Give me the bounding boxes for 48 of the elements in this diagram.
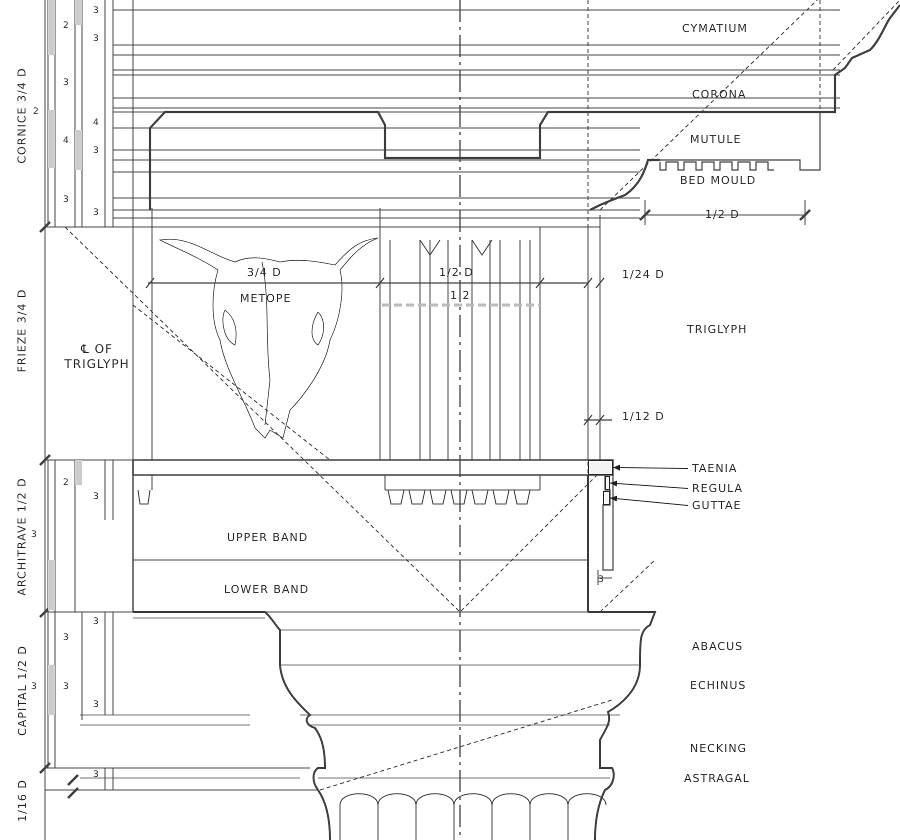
part-label: MUTULE bbox=[689, 133, 742, 146]
part-label: ECHINUS bbox=[689, 679, 748, 692]
part-label: NECKING bbox=[689, 742, 748, 755]
part-label: ℄ OF TRIGLYPH bbox=[63, 342, 131, 372]
dimension-label: CAPITAL 1/2 D bbox=[15, 644, 28, 738]
part-label: UPPER BAND bbox=[226, 531, 310, 544]
scale-number: 3 bbox=[92, 5, 100, 18]
part-label: ABACUS bbox=[691, 640, 744, 653]
part-label: ASTRAGAL bbox=[683, 772, 751, 785]
dimension-label: FRIEZE 3/4 D bbox=[15, 287, 28, 374]
part-label: REGULA bbox=[690, 482, 746, 495]
molding-part bbox=[588, 460, 613, 475]
scale-number: 3 bbox=[92, 207, 100, 220]
part-label: 1/24 D bbox=[621, 268, 666, 281]
leader-line bbox=[610, 480, 688, 489]
scale-number: 3 bbox=[30, 681, 38, 694]
dimension-label: CORNICE 3/4 D bbox=[16, 66, 29, 166]
scale-number: 3 bbox=[62, 681, 70, 694]
part-label: 1 2 bbox=[449, 289, 472, 302]
molding-part bbox=[603, 491, 610, 505]
scale-number: 3 bbox=[92, 699, 100, 712]
part-label: TRIGLYPH bbox=[686, 323, 748, 336]
part-label: GUTTAE bbox=[690, 499, 744, 512]
molding-part bbox=[605, 476, 610, 490]
scale-number: 3 bbox=[30, 529, 38, 542]
dimension-label: ARCHITRAVE 1/2 D bbox=[16, 476, 29, 598]
scale-number: 3 bbox=[92, 491, 100, 504]
leader-line bbox=[612, 464, 688, 471]
scale-number: 3 bbox=[92, 769, 100, 782]
part-label: TAENIA bbox=[690, 462, 740, 475]
scale-number: 2 bbox=[62, 20, 70, 33]
scale-number: 3 bbox=[62, 77, 70, 90]
scale-number: 3 bbox=[92, 33, 100, 46]
part-label: BED MOULD bbox=[679, 174, 758, 187]
part-label: LOWER BAND bbox=[223, 583, 310, 596]
scale-number: 4 bbox=[62, 135, 70, 148]
leader-line bbox=[610, 496, 688, 506]
dimension-label: 1/16 D bbox=[15, 778, 28, 824]
part-label: CORONA bbox=[691, 88, 748, 101]
part-label: CYMATIUM bbox=[681, 22, 749, 35]
scale-number: 3 bbox=[62, 632, 70, 645]
scale-number: 3 bbox=[62, 194, 70, 207]
scale-number: 3 bbox=[92, 616, 100, 629]
part-label: 1/12 D bbox=[621, 410, 666, 423]
scale-number: 4 bbox=[92, 117, 100, 130]
scale-number: 2 bbox=[32, 106, 40, 119]
scale-number: 3 bbox=[92, 145, 100, 158]
scale-number: 2 bbox=[62, 477, 70, 490]
